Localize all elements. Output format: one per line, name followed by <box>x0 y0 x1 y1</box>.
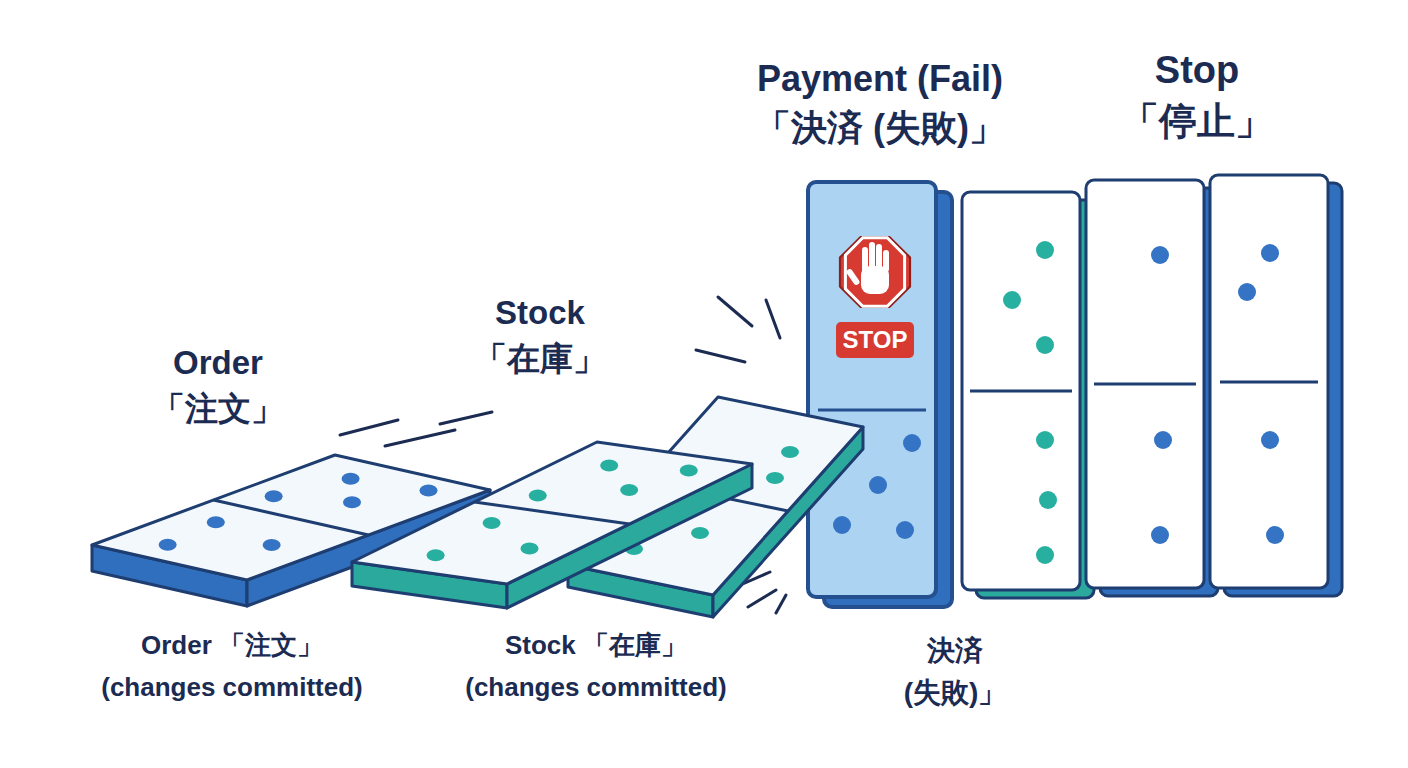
domino-shape <box>345 435 760 615</box>
stop-badge <box>836 322 914 358</box>
domino-dot <box>1151 526 1169 544</box>
domino-dot <box>833 516 851 534</box>
impact-line <box>776 595 786 613</box>
domino-dot <box>1039 491 1057 509</box>
domino-shape <box>1205 168 1350 603</box>
hand-finger <box>862 247 868 273</box>
hand-finger <box>883 250 889 272</box>
domino-dot <box>529 490 547 502</box>
domino-face <box>808 182 936 597</box>
domino-divider <box>970 390 1072 393</box>
domino-dot <box>342 473 360 485</box>
domino-dot <box>420 485 438 497</box>
domino-heading: Order 「注文」 <box>138 340 298 432</box>
domino-face <box>1086 180 1204 588</box>
domino-dot <box>1036 431 1054 449</box>
stop-octagon-rim <box>845 238 904 306</box>
domino-dot <box>1036 336 1054 354</box>
stop-badge-text: STOP <box>835 325 915 355</box>
standing-domino <box>1086 180 1218 596</box>
standing-domino: Stop 「停止」 <box>1205 168 1350 603</box>
domino-face <box>1210 175 1328 588</box>
hand-symbol <box>845 242 889 294</box>
domino-dot <box>1261 244 1279 262</box>
impact-line <box>748 590 776 607</box>
domino-dot <box>483 517 501 529</box>
domino-dot <box>265 490 283 502</box>
domino-dot <box>207 516 225 528</box>
domino-dot <box>263 539 281 551</box>
stop-octagon <box>840 237 910 307</box>
domino-dot <box>600 459 618 471</box>
impact-line <box>766 300 780 338</box>
domino-dot <box>781 446 799 458</box>
domino-dot <box>680 465 698 477</box>
fallen-domino: Stock 「在庫」Stock 「在庫」 (changes committed) <box>345 435 760 615</box>
impact-line <box>696 350 745 362</box>
domino-divider <box>1220 381 1318 384</box>
domino-caption: 決済 (失敗)」 <box>885 630 1025 714</box>
domino-dot <box>766 472 784 484</box>
domino-divider <box>1094 383 1196 386</box>
domino-dot <box>903 434 921 452</box>
domino-face <box>352 442 752 584</box>
domino-dot <box>1154 431 1172 449</box>
domino-dot <box>1036 241 1054 259</box>
motion-lines <box>340 412 492 446</box>
domino-dot <box>1266 526 1284 544</box>
impact-line <box>718 297 752 326</box>
domino-dot <box>343 496 361 508</box>
motion-line <box>385 430 455 446</box>
domino-divider <box>818 409 926 412</box>
domino-heading: Stop 「停止」 <box>1112 45 1282 148</box>
domino-dot <box>1036 546 1054 564</box>
domino-dot <box>159 539 177 551</box>
domino-dot <box>896 521 914 539</box>
domino-dot <box>1003 291 1021 309</box>
domino-dot <box>1261 431 1279 449</box>
domino-dot <box>1151 246 1169 264</box>
hand-thumb <box>845 268 860 286</box>
domino-caption: Stock 「在庫」 (changes committed) <box>451 625 741 708</box>
domino-dot <box>1238 283 1256 301</box>
domino-dot <box>427 549 445 561</box>
motion-line <box>440 412 492 424</box>
hand-finger <box>869 242 875 272</box>
domino-heading: Payment (Fail) 「決済 (失敗)」 <box>720 55 1040 152</box>
standing-domino <box>962 192 1094 598</box>
motion-line <box>340 420 398 435</box>
domino-heading: Stock 「在庫」 <box>460 290 620 382</box>
hand-finger <box>876 244 882 272</box>
domino-dot <box>691 527 709 539</box>
domino-dot <box>620 484 638 496</box>
domino-caption: Order 「注文」 (changes committed) <box>87 625 377 708</box>
domino-dot <box>869 476 887 494</box>
domino-face <box>962 192 1080 590</box>
domino-dot <box>521 543 539 555</box>
